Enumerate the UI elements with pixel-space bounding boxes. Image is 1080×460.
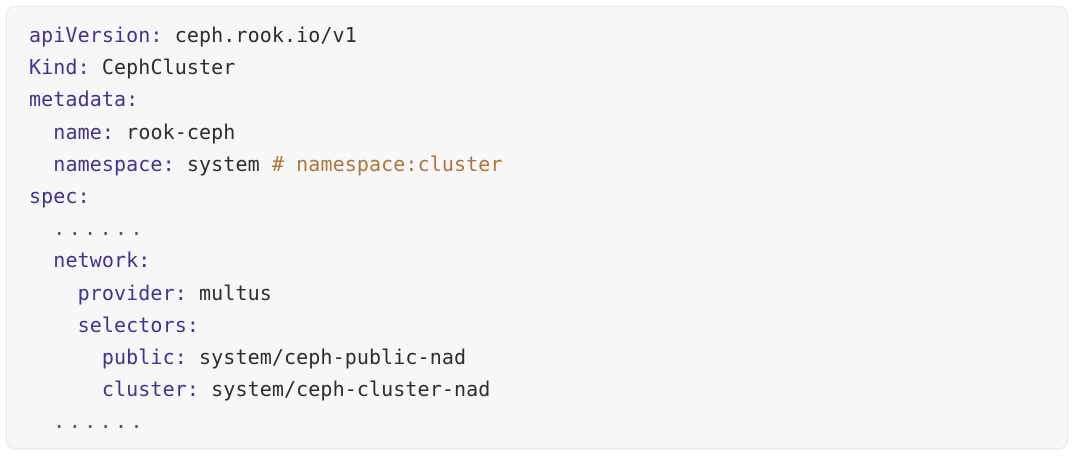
line-metadata-name: name: rook-ceph [29,116,1059,148]
token-sep: : [126,87,139,112]
line-selectors-cluster: cluster: system/ceph-cluster-nad [29,373,1059,405]
line-ellipsis-top: ...... [29,212,1059,244]
token-sep: : [77,55,102,80]
token-key: network [53,248,139,273]
token-key: cluster [101,377,187,402]
token-key: selectors [77,312,187,337]
token-key: apiVersion [29,23,151,47]
token-key: public [101,344,175,369]
token-comment: # namespace:cluster [271,151,503,176]
token-value: multus [199,280,272,305]
token-ellipsis: ...... [53,216,146,241]
token-value: rook-ceph [126,119,236,144]
token-indent [29,216,53,240]
token-key: namespace [53,151,163,176]
token-indent [29,409,53,433]
token-key: spec [29,183,78,208]
token-value: system/ceph-cluster-nad [211,377,491,402]
token-key: metadata [29,87,127,112]
token-indent [29,120,53,144]
token-sep: : [186,377,212,402]
token-sep: : [138,248,151,273]
token-sep: : [186,312,200,337]
line-network-selectors: selectors: [29,309,1059,341]
line-spec: spec: [29,180,1059,212]
token-sep: : [150,23,175,47]
token-value: system/ceph-public-nad [199,344,467,369]
line-apiversion: apiVersion: ceph.rook.io/v1 [29,19,1059,51]
line-kind: Kind: CephCluster [29,51,1059,83]
token-sep: : [174,280,200,305]
line-metadata-namespace: namespace: system # namespace:cluster [29,148,1059,180]
token-sep: : [101,119,127,144]
token-value: CephCluster [101,55,236,80]
token-sep: : [77,183,90,208]
token-sep: : [162,151,187,176]
line-ellipsis-bottom: ...... [29,405,1059,437]
token-sep: : [174,344,200,369]
token-indent [29,152,53,176]
token-value: system [186,151,272,176]
token-indent [29,248,53,272]
token-key: Kind [29,55,78,80]
token-ellipsis: ...... [53,409,146,434]
line-network: network: [29,244,1059,276]
line-metadata: metadata: [29,83,1059,115]
token-key: name [53,119,102,144]
token-indent [29,345,102,369]
token-indent [29,281,78,305]
line-network-provider: provider: multus [29,277,1059,309]
token-indent [29,377,102,401]
token-key: provider [77,280,175,305]
line-selectors-public: public: system/ceph-public-nad [29,341,1059,373]
token-value: ceph.rook.io/v1 [174,23,357,47]
token-indent [29,313,78,337]
